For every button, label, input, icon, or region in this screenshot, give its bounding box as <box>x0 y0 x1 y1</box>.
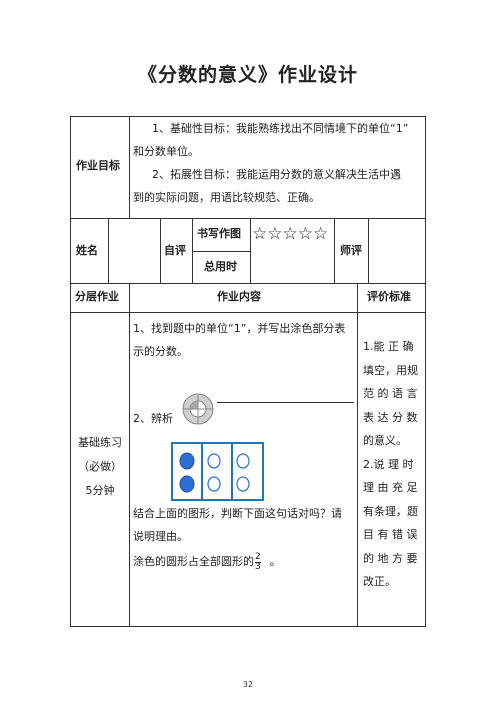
basic-practice-required: （必做） <box>78 460 122 473</box>
self-eval-label: 自评 <box>164 244 186 257</box>
criteria-line: 有条理，题 <box>363 504 418 518</box>
writing-label: 书写作图 <box>197 227 241 240</box>
teacher-eval-label: 师评 <box>340 244 362 257</box>
header-criteria: 评价标准 <box>367 290 411 303</box>
header-content: 作业内容 <box>217 290 261 303</box>
fraction-numerator: 2 <box>255 551 261 563</box>
total-time-label: 总用时 <box>204 260 237 273</box>
table-border-right <box>425 116 426 626</box>
row-divider-eval <box>70 283 426 284</box>
goal-line-1: 1、基础性目标：我能熟练找出不同情境下的单位“1” <box>152 122 409 135</box>
basic-practice-label: 基础练习 <box>78 436 122 449</box>
col-divider-stars <box>250 218 251 283</box>
goal-line-2: 和分数单位。 <box>133 145 199 158</box>
basic-practice-time: 5分钟 <box>85 484 115 497</box>
col-divider-teacher-value <box>368 218 369 283</box>
header-layer: 分层作业 <box>75 290 119 303</box>
col-divider-writing <box>192 218 193 283</box>
criteria-line: 的意义。 <box>363 434 407 447</box>
table-border-bottom <box>70 626 426 627</box>
page-title: 《分数的意义》作业设计 <box>137 64 358 86</box>
circle-fraction-figure <box>182 393 214 425</box>
col-divider-criteria <box>357 283 358 626</box>
col-divider-self <box>160 218 161 283</box>
question-1-line-2: 示的分数。 <box>133 345 188 358</box>
question-1-line-1: 1、找到题中的单位“1”，并写出涂色部分表 <box>133 322 346 335</box>
star-rating[interactable]: ☆☆☆☆☆ <box>252 224 329 244</box>
criteria-line: 改正。 <box>363 575 396 588</box>
criteria-line: 目 有 错 误 <box>363 528 418 541</box>
table-border-top <box>70 116 426 117</box>
answer-blank-line[interactable] <box>217 402 354 403</box>
question-2-text-2: 说明理由。 <box>133 530 188 543</box>
goal-label: 作业目标 <box>76 159 120 172</box>
table-border-left <box>70 116 71 626</box>
row-divider-header <box>70 312 426 313</box>
criteria-line: 填空，用规 <box>363 363 418 377</box>
col-divider-teacher <box>334 218 335 283</box>
row-divider-goal <box>70 218 426 219</box>
question-2-label: 2、辨析 <box>133 412 173 425</box>
criteria-line: 理 由 充 足 <box>363 481 418 494</box>
criteria-line: 1.能 正 确 <box>363 340 414 353</box>
criteria-line: 表 达 分 数 <box>363 410 418 424</box>
fraction-denominator: 3 <box>255 561 261 572</box>
question-2-end: 。 <box>269 555 281 568</box>
question-2-text-1: 结合上面的图形，判断下面这句话对吗？请 <box>133 507 342 520</box>
goal-line-4: 到的实际问题，用语比较规范、正确。 <box>133 191 320 204</box>
criteria-list: 1.能 正 确填空，用规范 的 语 言表 达 分 数的意义。 2.说 理 时理 由… <box>363 335 423 594</box>
question-2-statement: 涂色的圆形占全部圆形的 <box>133 555 254 568</box>
col-divider-layer <box>129 283 130 626</box>
col-divider-goal <box>129 116 130 218</box>
name-label: 姓名 <box>76 244 98 257</box>
col-divider-name <box>108 218 109 283</box>
criteria-line: 2.说 理 时 <box>363 457 414 471</box>
circle-grid-figure <box>171 442 264 501</box>
goal-line-3: 2、拓展性目标：我能运用分数的意义解决生活中遇 <box>152 168 401 181</box>
criteria-line: 的 地 方 要 <box>363 551 418 565</box>
row-divider-eval-mid <box>192 251 250 252</box>
criteria-line: 范 的 语 言 <box>363 387 418 400</box>
page-number: 32 <box>242 680 254 689</box>
